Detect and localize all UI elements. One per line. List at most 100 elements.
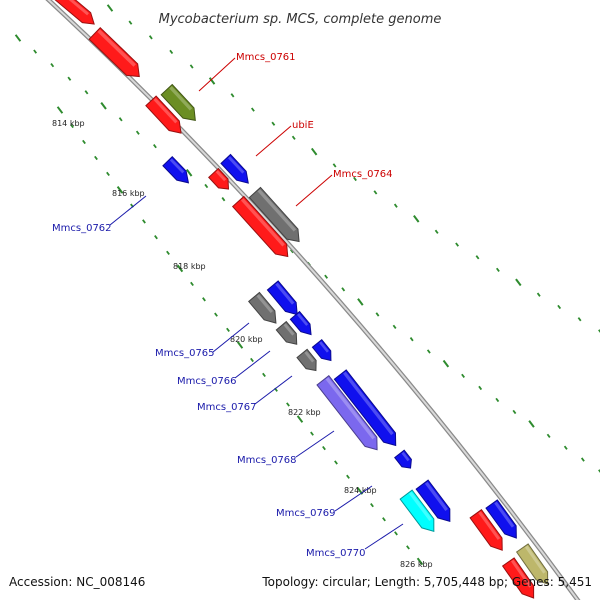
gene-label-mmcs-0769[interactable]: Mmcs_0769 <box>276 508 336 519</box>
tick-label: 816 kbp <box>112 189 145 198</box>
gene-arrow[interactable] <box>399 489 440 536</box>
gene-arrow[interactable] <box>469 508 508 555</box>
gene-arrow-body[interactable] <box>208 167 234 194</box>
gene-arrow[interactable] <box>248 186 304 246</box>
tick-label: 814 kbp <box>52 119 85 128</box>
gene-arrow-body[interactable] <box>415 479 456 526</box>
gene-arrow-body[interactable] <box>469 508 508 555</box>
gene-arrow-body[interactable] <box>485 499 522 542</box>
gene-arrow-body[interactable] <box>88 27 145 83</box>
gene-arrow[interactable] <box>485 499 522 542</box>
gene-arrow[interactable] <box>515 543 554 588</box>
guide-dash <box>153 143 157 149</box>
guide-dash <box>557 304 562 310</box>
gene-arrow-highlight <box>401 451 410 462</box>
guide-dash <box>50 63 55 68</box>
dotted-guides <box>14 4 600 566</box>
guide-dash <box>250 107 255 112</box>
gene-arrow-body[interactable] <box>289 310 315 339</box>
gene-arrow[interactable] <box>415 479 456 526</box>
gene-arrow-highlight <box>319 341 329 353</box>
gene-label-ubie[interactable]: ubiE <box>292 120 314 131</box>
gene-arrow-highlight <box>240 198 285 247</box>
genome-title: Mycobacterium sp. MCS, complete genome <box>159 12 442 27</box>
gene-label-mmcs-0768[interactable]: Mmcs_0768 <box>237 455 297 466</box>
gene-label-mmcs-0767[interactable]: Mmcs_0767 <box>197 402 257 413</box>
gene-arrow-body[interactable] <box>248 186 304 246</box>
gene-arrow-body[interactable] <box>162 155 193 188</box>
gene-arrow[interactable] <box>50 0 99 29</box>
gene-arrow[interactable] <box>231 195 294 261</box>
gene-label-mmcs-0766[interactable]: Mmcs_0766 <box>177 376 237 387</box>
gene-arrow-body[interactable] <box>311 338 335 365</box>
gene-arrow-body[interactable] <box>515 543 554 588</box>
guide-dash <box>322 445 326 451</box>
leader-line <box>198 57 236 92</box>
guide-dash <box>128 20 133 25</box>
gene-arrow-highlight <box>256 294 274 314</box>
gene-arrow[interactable] <box>160 83 201 126</box>
gene-label-mmcs-0765[interactable]: Mmcs_0765 <box>155 348 215 359</box>
guide-dash <box>346 474 350 479</box>
gene-arrow[interactable] <box>266 280 302 319</box>
gene-arrow-body[interactable] <box>266 280 302 319</box>
gene-arrow-body[interactable] <box>50 0 99 29</box>
guide-dash <box>310 147 318 156</box>
guide-dash <box>413 214 420 223</box>
gene-arrow[interactable] <box>289 310 315 339</box>
gene-arrow-body[interactable] <box>275 320 301 349</box>
gene-arrow-highlight <box>524 545 546 574</box>
guide-dash <box>515 278 522 287</box>
gene-arrow-highlight <box>297 313 309 326</box>
gene-arrow[interactable] <box>316 375 383 455</box>
gene-arrow[interactable] <box>296 348 321 374</box>
gene-arrow[interactable] <box>208 167 234 194</box>
gene-arrow-body[interactable] <box>296 348 321 374</box>
gene-arrow-highlight <box>257 189 297 232</box>
gene-arrow-body[interactable] <box>501 557 540 600</box>
gene-arrow-body[interactable] <box>248 291 282 327</box>
gene-arrow-body[interactable] <box>145 95 186 138</box>
gene-arrow-body[interactable] <box>160 83 201 126</box>
gene-arrow[interactable] <box>275 320 301 349</box>
gene-arrow[interactable] <box>394 449 416 472</box>
gene-arrow-body[interactable] <box>394 449 416 472</box>
tick-label: 818 kbp <box>173 262 206 271</box>
gene-label-mmcs-0762[interactable]: Mmcs_0762 <box>52 223 112 234</box>
gene-arrow[interactable] <box>88 27 145 83</box>
guide-dash <box>56 106 64 114</box>
guide-dash <box>154 235 158 240</box>
guide-dash <box>135 130 140 135</box>
gene-label-mmcs-0761[interactable]: Mmcs_0761 <box>236 52 296 63</box>
guide-dash <box>236 341 244 349</box>
gene-arrow[interactable] <box>333 369 401 450</box>
gene-arrow[interactable] <box>145 95 186 138</box>
gene-arrow[interactable] <box>501 557 540 600</box>
leader-line <box>109 195 147 226</box>
gene-arrow-body[interactable] <box>220 153 253 187</box>
guide-dash <box>116 185 124 194</box>
guide-dash <box>357 298 364 306</box>
gene-arrow-body[interactable] <box>333 369 401 450</box>
guide-dash <box>100 101 107 110</box>
guide-dash <box>118 117 123 122</box>
gene-arrow[interactable] <box>248 291 282 327</box>
guide-dash <box>370 503 374 508</box>
gene-label-mmcs-0764[interactable]: Mmcs_0764 <box>333 169 393 180</box>
gene-arrow-highlight <box>478 511 501 540</box>
gene-label-mmcs-0770[interactable]: Mmcs_0770 <box>306 548 366 559</box>
tick-label: 824 kbp <box>344 486 377 495</box>
gene-arrow-body[interactable] <box>231 195 294 261</box>
gene-arrow-highlight <box>325 377 376 440</box>
gene-arrow[interactable] <box>311 338 335 365</box>
guide-dash <box>528 420 535 428</box>
gene-arrow-highlight <box>215 170 227 182</box>
guide-dash <box>230 93 235 98</box>
gene-arrow[interactable] <box>162 155 193 188</box>
gene-arrow-body[interactable] <box>316 375 383 455</box>
leader-line <box>364 523 404 550</box>
gene-arrow-body[interactable] <box>399 489 440 536</box>
guide-dash <box>94 155 98 161</box>
guide-dash <box>221 197 226 202</box>
gene-arrow[interactable] <box>220 153 253 187</box>
